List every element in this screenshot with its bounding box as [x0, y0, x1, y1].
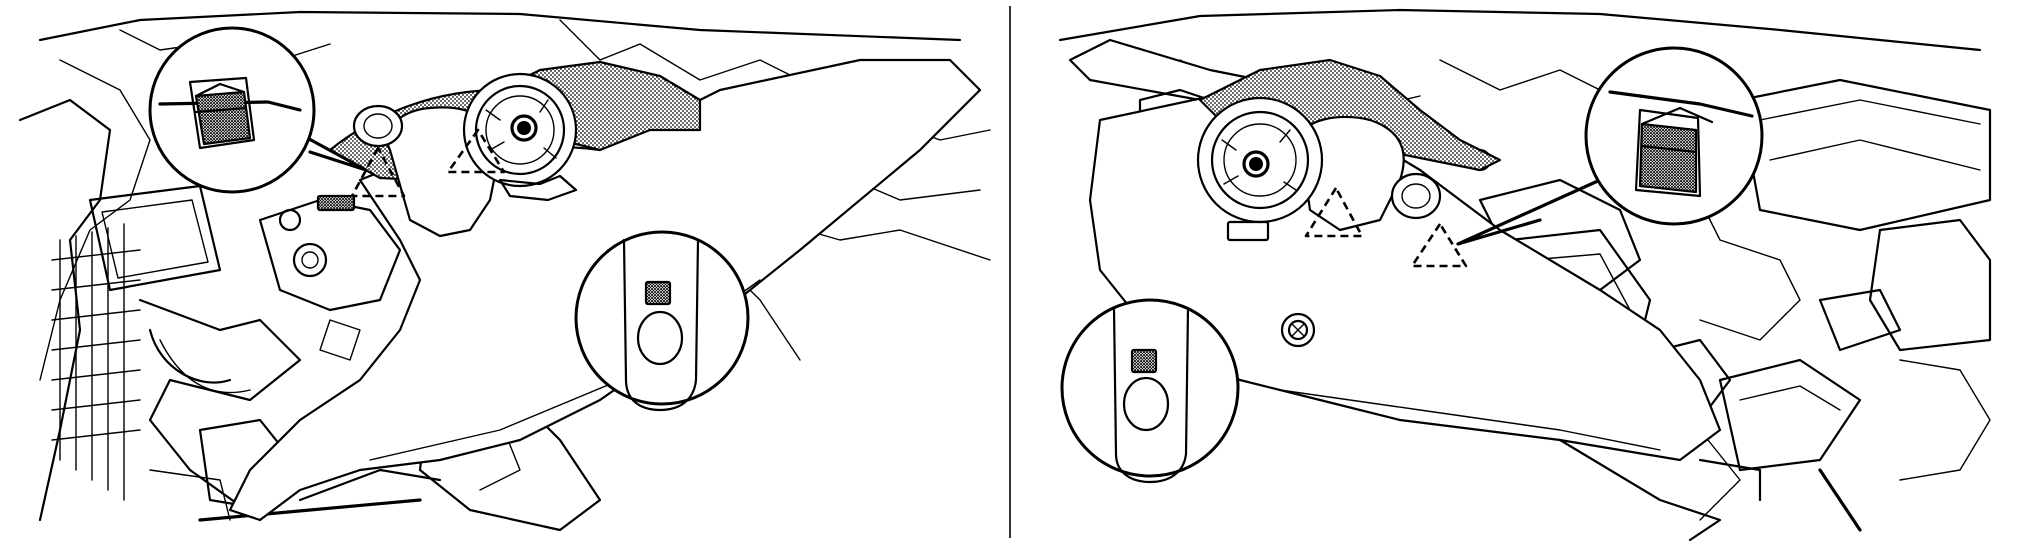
right-panel-view	[1058, 8, 1992, 542]
right-clip-tab-shaded	[1638, 122, 1698, 194]
left-clockspring	[462, 72, 578, 202]
left-marker-triangle-1	[350, 146, 406, 198]
right-marker-triangle-1	[1304, 186, 1364, 238]
left-marker-triangle-2	[446, 128, 506, 174]
right-slot-locator-tab	[1130, 348, 1158, 374]
left-callout-clip-tab	[148, 26, 316, 194]
right-callout-clip-tab	[1584, 46, 1764, 226]
right-ignition-bolt	[1280, 312, 1316, 348]
left-callout-slot	[574, 230, 750, 412]
left-slot-locator-tab	[644, 280, 672, 306]
left-lock-cylinder	[352, 104, 404, 148]
left-clip-tab-shaded	[194, 90, 252, 146]
right-callout-slot	[1060, 298, 1240, 484]
right-lock-cylinder	[1390, 172, 1442, 220]
right-clockspring	[1196, 96, 1324, 242]
right-leader-line	[1456, 178, 1602, 246]
left-vent-grid	[51, 223, 141, 501]
left-hidden-clip	[316, 194, 356, 212]
left-leader-line	[298, 132, 368, 172]
left-panel-view	[18, 10, 991, 532]
